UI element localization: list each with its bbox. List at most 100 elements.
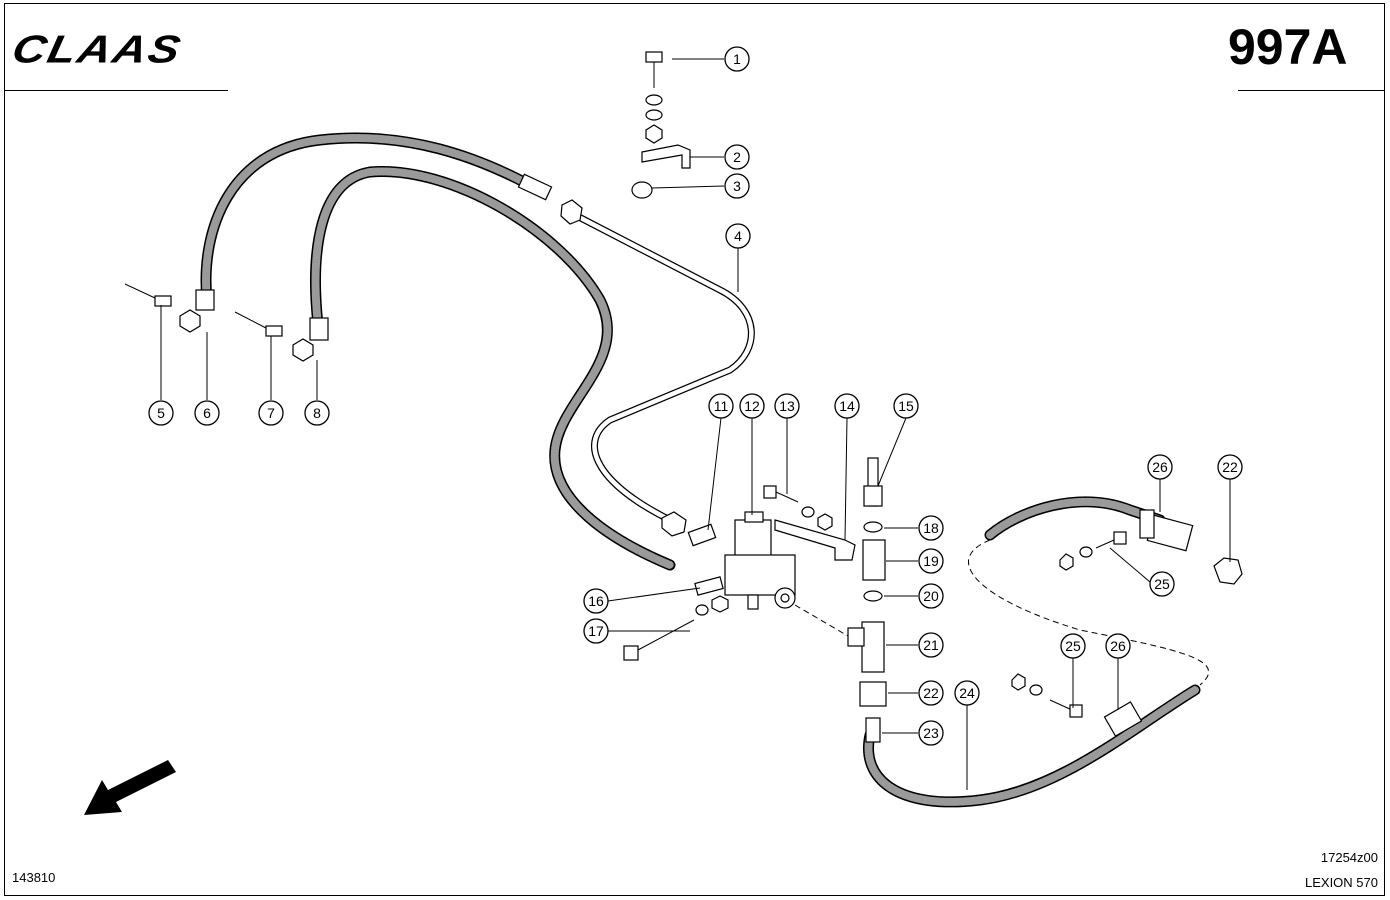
plate-number: 997A xyxy=(1228,19,1348,75)
arrow-down-left-icon xyxy=(84,760,176,815)
svg-text:2: 2 xyxy=(733,149,741,165)
callout-12: 12 xyxy=(739,393,765,419)
nut-5 xyxy=(645,124,663,144)
nut-22-upper xyxy=(1213,557,1243,585)
callout-11: 11 xyxy=(708,393,734,419)
svg-text:26: 26 xyxy=(1152,459,1168,475)
callout-21: 21 xyxy=(918,632,944,658)
callout-7: 3 xyxy=(724,173,750,199)
washer-25-lower xyxy=(1029,684,1043,696)
pipe-8 xyxy=(571,211,755,524)
nut-17 xyxy=(711,595,729,613)
bolt-17-head xyxy=(623,645,639,661)
callout-19: 19 xyxy=(918,548,944,574)
svg-text:25: 25 xyxy=(1065,638,1081,654)
callout-5: 1 xyxy=(724,46,750,72)
nut-1 xyxy=(179,309,201,333)
bolt-25-upper xyxy=(1095,539,1115,549)
adapter-3 xyxy=(265,325,283,337)
callout-20: 20 xyxy=(918,583,944,609)
bolt-13 xyxy=(775,491,799,503)
svg-text:1: 1 xyxy=(733,51,741,67)
washer-5b xyxy=(645,109,663,121)
hose-end-fitting-4 xyxy=(309,317,329,341)
hose-upper-right xyxy=(984,496,1166,541)
svg-text:3: 3 xyxy=(733,178,741,194)
hose-top-fitting xyxy=(517,173,553,201)
tee-21 xyxy=(847,621,885,673)
hose-1 xyxy=(200,132,526,306)
svg-text:17: 17 xyxy=(588,623,604,639)
model-name: LEXION 570 xyxy=(1305,875,1378,890)
adapter-11 xyxy=(687,523,717,547)
hose-end-fitting-1 xyxy=(195,289,215,311)
callout-4: 8 xyxy=(304,400,330,426)
svg-text:7: 7 xyxy=(267,405,275,421)
callout-25-lower: 25 xyxy=(1060,633,1086,659)
adapter-16 xyxy=(694,576,724,596)
header-rule-left xyxy=(4,90,228,91)
hose-4 xyxy=(310,166,676,571)
bolt-25-lower-head xyxy=(1069,704,1083,718)
fitting-23 xyxy=(865,717,881,743)
svg-text:19: 19 xyxy=(923,553,939,569)
bolt-13-head xyxy=(763,485,777,499)
callout-26-lower: 26 xyxy=(1105,633,1131,659)
svg-text:15: 15 xyxy=(898,398,914,414)
tee-connection-line xyxy=(794,604,849,637)
washer-5a xyxy=(645,94,663,106)
svg-text:16: 16 xyxy=(588,593,604,609)
hose-continuation-line xyxy=(968,539,1210,686)
svg-text:5: 5 xyxy=(157,405,165,421)
callout-26-upper: 26 xyxy=(1147,454,1173,480)
clamp-7 xyxy=(631,181,653,199)
svg-text:25: 25 xyxy=(1154,576,1170,592)
valve-block-12 xyxy=(724,511,796,610)
svg-text:12: 12 xyxy=(744,398,760,414)
washer-25-upper xyxy=(1079,546,1093,558)
bolt-25-upper-head xyxy=(1113,531,1127,545)
svg-text:8: 8 xyxy=(313,405,321,421)
callout-18: 18 xyxy=(918,515,944,541)
callout-22-lower: 22 xyxy=(918,680,944,706)
adapter-2 xyxy=(154,295,172,307)
callout-6: 2 xyxy=(724,144,750,170)
header-rule-right xyxy=(1238,90,1384,91)
pipe-nut-8 xyxy=(560,199,583,225)
svg-text:22: 22 xyxy=(1222,459,1238,475)
callout-1: 6 xyxy=(194,400,220,426)
drawing-frame xyxy=(4,3,1385,896)
bracket-6 xyxy=(641,144,691,169)
nut-25-lower xyxy=(1011,673,1026,691)
nut-25-upper xyxy=(1059,553,1074,571)
callout-13: 13 xyxy=(774,393,800,419)
nut-22-lower xyxy=(859,681,887,707)
hose-24 xyxy=(863,684,1201,808)
callout-25-upper: 25 xyxy=(1149,571,1175,597)
nut-4 xyxy=(292,338,314,362)
callout-16: 16 xyxy=(583,588,609,614)
callout-23: 23 xyxy=(918,720,944,746)
washer-17 xyxy=(695,604,709,616)
connector-15-base xyxy=(863,485,883,507)
callout-8: 4 xyxy=(725,223,751,249)
leader-lines xyxy=(124,58,1231,790)
callout-3: 7 xyxy=(258,400,284,426)
o-ring-18 xyxy=(863,521,883,533)
svg-text:13: 13 xyxy=(779,398,795,414)
callout-22-upper: 22 xyxy=(1217,454,1243,480)
o-ring-20 xyxy=(863,590,883,602)
callout-14: 14 xyxy=(834,393,860,419)
bolt-17 xyxy=(637,619,695,651)
callout-15: 15 xyxy=(893,393,919,419)
svg-text:26: 26 xyxy=(1110,638,1126,654)
clamp-26-upper xyxy=(1139,509,1155,539)
drawing-reference: 17254z00 xyxy=(1320,850,1378,865)
svg-text:14: 14 xyxy=(839,398,855,414)
svg-text:18: 18 xyxy=(923,520,939,536)
document-number: 143810 xyxy=(12,870,56,885)
pipe-end-nut xyxy=(661,511,687,537)
svg-text:22: 22 xyxy=(923,685,939,701)
svg-text:21: 21 xyxy=(923,637,939,653)
svg-text:23: 23 xyxy=(923,725,939,741)
